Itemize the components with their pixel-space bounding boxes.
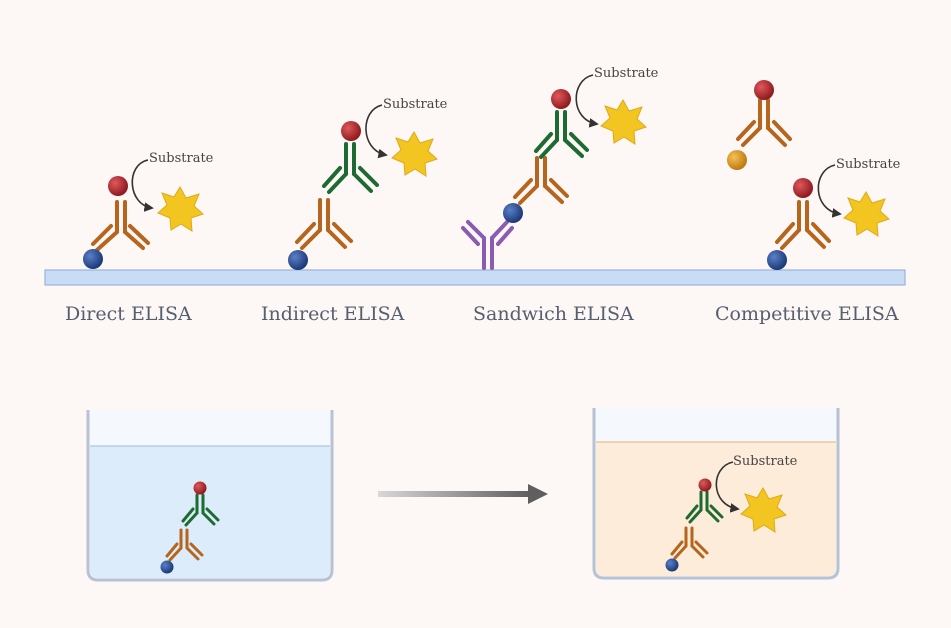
enzyme-icon <box>551 89 571 109</box>
capture-antibody-icon <box>461 220 514 270</box>
reaction-arrow-icon <box>131 159 154 212</box>
secondary-antibody-icon <box>181 493 220 527</box>
secondary-antibody-icon <box>685 490 724 524</box>
antigen-icon <box>767 250 787 270</box>
enzyme-icon <box>193 481 207 495</box>
primary-antibody-icon <box>295 198 353 250</box>
primary-antibody-icon <box>670 526 709 560</box>
indirect-elisa-figure: Substrate <box>288 97 448 270</box>
antigen-icon <box>288 250 308 270</box>
enzyme-icon <box>341 121 361 141</box>
competitive-elisa-label: Competitive ELISA <box>715 303 899 325</box>
direct-elisa-figure: Substrate <box>83 151 214 269</box>
antigen-icon <box>665 558 679 572</box>
reaction-arrow-icon <box>365 104 388 159</box>
process-arrow-icon <box>378 484 548 504</box>
direct-elisa-label: Direct ELISA <box>65 303 192 325</box>
primary-antibody-icon <box>775 200 831 250</box>
detection-antibody-icon <box>513 156 569 205</box>
substrate-star-icon <box>157 185 204 232</box>
substrate-label: Substrate <box>836 157 901 172</box>
competitor-antigen-icon <box>727 150 747 170</box>
enzyme-icon <box>793 178 813 198</box>
enzyme-icon <box>698 478 712 492</box>
primary-antibody-icon <box>91 200 150 252</box>
sandwich-elisa-figure: Substrate <box>461 66 659 270</box>
competitive-elisa-figure: Substrate <box>727 80 901 270</box>
free-antibody-icon <box>736 98 792 147</box>
substrate-label: Substrate <box>383 97 448 112</box>
well-before <box>86 410 334 582</box>
substrate-star-icon <box>391 130 438 177</box>
substrate-label: Substrate <box>594 66 659 81</box>
substrate-label: Substrate <box>149 151 214 166</box>
reaction-arrow-icon <box>575 74 599 128</box>
substrate-star-icon <box>843 190 890 237</box>
antigen-icon <box>160 560 174 574</box>
plate-surface <box>44 269 906 286</box>
enzyme-icon <box>754 80 774 100</box>
secondary-antibody-icon <box>322 142 379 194</box>
primary-antibody-icon <box>165 528 204 562</box>
substrate-label: Substrate <box>733 454 798 469</box>
indirect-elisa-label: Indirect ELISA <box>261 303 405 325</box>
substrate-star-icon <box>600 98 647 145</box>
well-after: Substrate <box>592 408 840 580</box>
secondary-antibody-icon <box>534 110 589 159</box>
reaction-arrow-icon <box>817 164 842 218</box>
antigen-icon <box>83 249 103 269</box>
antigen-icon <box>503 203 523 223</box>
sandwich-elisa-label: Sandwich ELISA <box>473 303 634 325</box>
substrate-star-icon <box>740 486 787 533</box>
enzyme-icon <box>108 176 128 196</box>
reaction-arrow-icon <box>715 461 740 513</box>
